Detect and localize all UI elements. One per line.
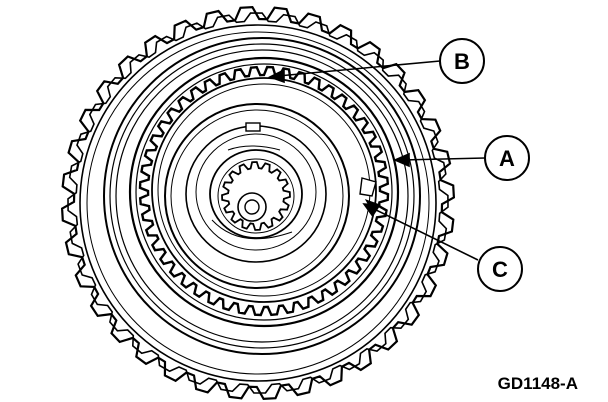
leader-line-b (277, 60, 441, 77)
callout-a-circle (484, 135, 530, 181)
arrowhead-c (362, 203, 380, 217)
callout-b-label: B (454, 49, 470, 74)
callout-b: B (439, 38, 485, 84)
callout-b-circle (439, 38, 485, 84)
arrowhead-a (392, 152, 410, 168)
callout-c-label: C (492, 257, 508, 282)
inner-hub (164, 103, 350, 289)
leader-line-c (371, 207, 479, 261)
callout-c: C (477, 246, 523, 292)
callout-a-label: A (499, 146, 515, 171)
arrowhead-b (267, 68, 285, 84)
outer-spline-ring (60, 5, 456, 401)
clutch-plate-rings (103, 37, 421, 355)
callout-a: A (484, 135, 530, 181)
leader-lines (267, 60, 486, 261)
figure-code: GD1148-A (497, 374, 578, 393)
callout-c-circle (477, 246, 523, 292)
leader-line-a (401, 157, 486, 161)
